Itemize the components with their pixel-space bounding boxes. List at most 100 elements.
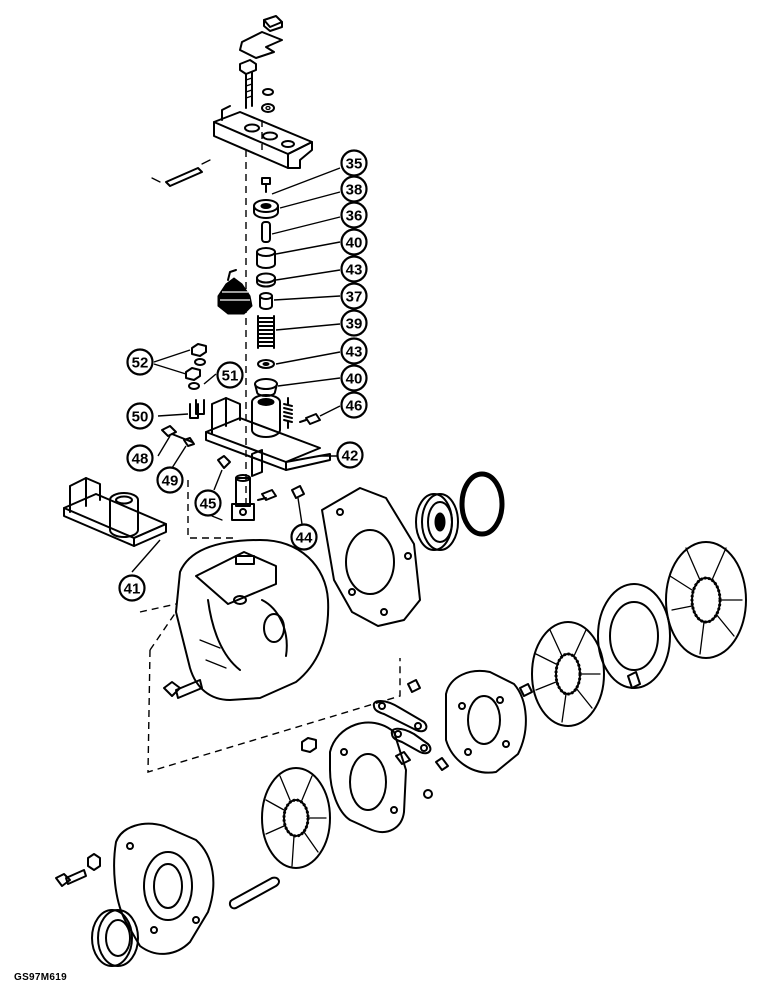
callout-circle (340, 228, 368, 256)
center-axis (245, 120, 263, 505)
callout-circle (118, 574, 146, 602)
callout-circle (336, 441, 364, 469)
callout-circle (156, 466, 184, 494)
figure-id-label: GS97M619 (14, 972, 67, 983)
oil-seal (91, 909, 139, 967)
bolt-48 (161, 425, 193, 443)
callout-52: 52 (126, 348, 154, 376)
callout-36: 36 (340, 201, 368, 229)
callout-number: 39 (346, 316, 363, 333)
gear-housing (175, 539, 330, 701)
callout-circle (290, 523, 318, 551)
callout-circle (126, 444, 154, 472)
callout-39: 39 (340, 309, 368, 337)
housing-bolt (163, 679, 203, 699)
spacer-37 (259, 292, 273, 310)
pin-44 (257, 485, 305, 501)
callout-number: 46 (346, 398, 363, 415)
callout-number: 35 (346, 156, 363, 173)
bearing-cup-38 (253, 199, 279, 219)
shaft-36 (261, 221, 271, 243)
callout-43: 43 (340, 255, 368, 283)
callout-number: 49 (162, 473, 179, 490)
ball-bearing (415, 493, 459, 551)
extension-spring (283, 397, 293, 429)
long-pin (228, 876, 280, 910)
washer-43b (257, 359, 275, 369)
callout-43: 43 (340, 337, 368, 365)
callout-number: 40 (346, 371, 363, 388)
backing-plate (321, 487, 421, 627)
pivot-post (211, 474, 255, 521)
callout-40: 40 (340, 228, 368, 256)
friction-disc-1 (665, 541, 747, 659)
lower-washer (87, 853, 101, 871)
callout-number: 36 (346, 208, 363, 225)
top-nut (263, 15, 283, 32)
top-bracket (213, 105, 313, 169)
callout-40: 40 (340, 364, 368, 392)
callout-circle (340, 201, 368, 229)
callout-circle (340, 282, 368, 310)
top-washers (261, 88, 275, 113)
callout-circle (126, 348, 154, 376)
callout-number: 50 (132, 409, 149, 426)
callout-circle (340, 309, 368, 337)
callout-circle (126, 402, 154, 430)
callout-circle (194, 489, 222, 517)
bushing-40a (256, 247, 276, 269)
callout-circle (340, 337, 368, 365)
washer-43a (256, 272, 276, 288)
callout-number: 45 (200, 496, 217, 513)
dashed-outlines (139, 480, 401, 773)
callout-35: 35 (340, 149, 368, 177)
callout-circle (340, 364, 368, 392)
top-bolt (239, 59, 257, 109)
callout-number: 43 (346, 262, 363, 279)
callout-number: 42 (342, 448, 359, 465)
callout-44: 44 (290, 523, 318, 551)
callout-48: 48 (126, 444, 154, 472)
fitting-45 (217, 455, 231, 469)
callout-number: 37 (346, 289, 363, 306)
actuator-plate (329, 721, 407, 833)
callout-number: 44 (296, 530, 313, 547)
callout-circle (216, 361, 244, 389)
link-upper (372, 700, 428, 733)
plug-46 (299, 413, 321, 425)
spring-39 (257, 315, 275, 349)
callout-38: 38 (340, 175, 368, 203)
rubber-boot (217, 269, 253, 315)
ramp-plate (445, 670, 527, 774)
callout-number: 41 (124, 581, 141, 598)
friction-disc-2 (531, 621, 605, 727)
callout-42: 42 (336, 441, 364, 469)
spring-clip (239, 31, 283, 59)
callout-46: 46 (340, 391, 368, 419)
shackle-50 (189, 399, 205, 419)
callout-41: 41 (118, 574, 146, 602)
snap-ring (459, 471, 505, 537)
friction-disc-3 (261, 767, 331, 869)
small-tab (627, 671, 641, 689)
callout-circle (340, 391, 368, 419)
lever-bracket-42 (205, 394, 331, 477)
loose-pin (151, 159, 211, 187)
callout-number: 52 (132, 355, 149, 372)
nut-49 (183, 437, 195, 447)
bracket-41 (63, 477, 167, 547)
ramp-fittings (407, 679, 533, 697)
nuts-52 (185, 343, 207, 390)
callout-number: 40 (346, 235, 363, 252)
cup-40b (254, 378, 278, 397)
callout-49: 49 (156, 466, 184, 494)
callout-circle (340, 255, 368, 283)
small-screw (261, 177, 271, 193)
callout-51: 51 (216, 361, 244, 389)
callout-number: 51 (222, 368, 239, 385)
callout-number: 43 (346, 344, 363, 361)
callout-37: 37 (340, 282, 368, 310)
callout-layer: 35 38 36 40 43 37 39 43 40 46 42 52 51 50 48 49 45 44 41 (118, 149, 368, 602)
